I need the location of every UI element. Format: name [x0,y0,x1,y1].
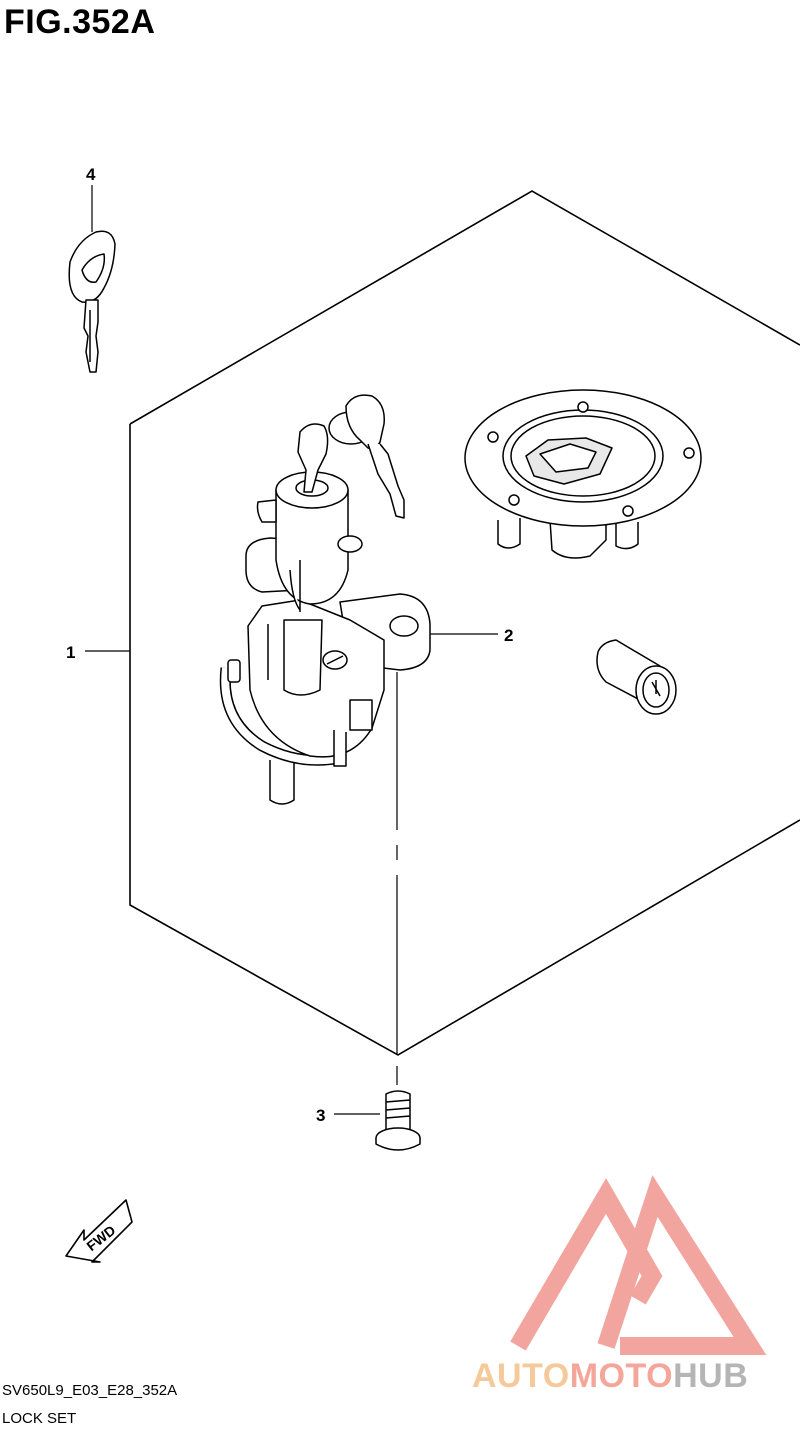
key-blank-illustration [68,230,116,373]
callout-2: 2 [504,626,513,645]
forward-direction-arrow: FWD [65,1199,133,1263]
callout-3: 3 [316,1106,325,1125]
callout-4: 4 [86,165,96,184]
watermark-moto: MOTO [569,1357,674,1395]
watermark-hub: HUB [673,1357,749,1395]
watermark-logo-icon [510,1175,767,1355]
callout-1: 1 [66,643,75,662]
watermark-text: AUTOMOTOHUB [472,1356,748,1396]
watermark-auto: AUTO [472,1357,570,1395]
leader-lines [85,185,498,1115]
seat-lock-illustration [596,639,677,715]
assembly-outline [129,190,800,1056]
fuel-cap-illustration [464,389,702,559]
screw-illustration [375,1090,421,1151]
figure-caption: LOCK SET [2,1410,77,1427]
figure-title: FIG.352A [4,3,156,41]
model-code: SV650L9_E03_E28_352A [2,1382,178,1399]
ignition-switch-illustration [219,394,431,805]
